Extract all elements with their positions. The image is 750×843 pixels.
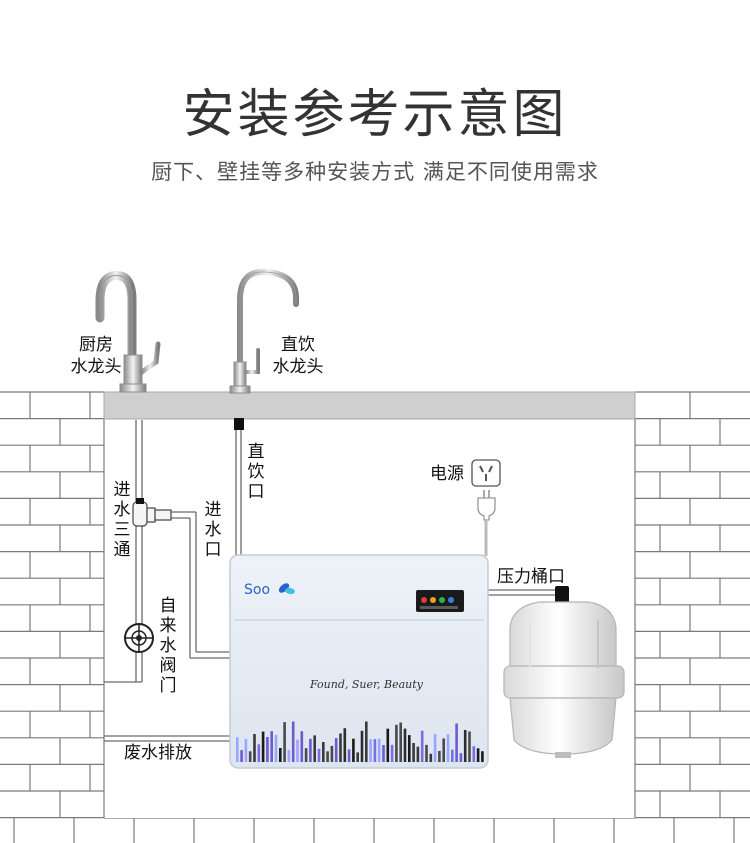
decorative-bar bbox=[377, 738, 381, 762]
decorative-bar bbox=[373, 739, 377, 762]
decorative-bar bbox=[399, 722, 402, 762]
decorative-bar bbox=[352, 738, 355, 762]
decorative-bar bbox=[257, 744, 261, 762]
decorative-bar bbox=[442, 738, 445, 762]
decorative-bar bbox=[438, 751, 441, 762]
decorative-bar bbox=[313, 735, 316, 762]
decorative-bar bbox=[330, 745, 334, 762]
decorative-bar bbox=[412, 743, 415, 762]
drink-faucet-icon bbox=[229, 268, 299, 394]
decorative-bar bbox=[334, 738, 338, 762]
decorative-bar bbox=[287, 749, 291, 762]
decorative-bar bbox=[261, 731, 265, 762]
kitchen-faucet-icon bbox=[95, 271, 161, 393]
decorative-bar bbox=[304, 748, 308, 762]
decorative-bar bbox=[408, 735, 411, 762]
decorative-bar bbox=[240, 750, 243, 762]
fitting-icon bbox=[234, 418, 244, 430]
decorative-bar bbox=[296, 739, 299, 762]
decorative-bar bbox=[468, 731, 471, 762]
decorative-bar bbox=[472, 746, 476, 762]
decorative-bar bbox=[317, 748, 321, 762]
decorative-bar bbox=[425, 744, 428, 762]
brand-name: Soo bbox=[244, 582, 271, 598]
decorative-bar bbox=[395, 724, 398, 762]
pressure-tank bbox=[503, 586, 625, 758]
tee-fitting-icon bbox=[132, 498, 172, 527]
valve-icon bbox=[124, 623, 154, 653]
decorative-bar bbox=[253, 734, 256, 762]
brand-logo bbox=[278, 583, 295, 595]
page-subtitle: 厨下、壁挂等多种安装方式 满足不同使用需求 bbox=[151, 160, 599, 184]
decorative-bar bbox=[270, 731, 273, 762]
decorative-bar bbox=[476, 748, 480, 762]
purifier-slogan: Found, Suer, Beauty bbox=[310, 678, 423, 691]
label-tank-port: 压力桶口 bbox=[497, 567, 565, 587]
decorative-bar bbox=[429, 753, 433, 762]
countertop bbox=[103, 391, 636, 420]
label-tap-valve: 自来水阀门 bbox=[159, 596, 177, 696]
label-kitchen-faucet: 厨房 水龙头 bbox=[70, 335, 122, 377]
page-title: 安装参考示意图 bbox=[182, 85, 568, 145]
decorative-bar bbox=[446, 734, 450, 762]
decorative-bar bbox=[322, 742, 325, 762]
decorative-bar bbox=[390, 744, 394, 762]
decorative-bar bbox=[459, 753, 463, 762]
decorative-bar bbox=[365, 721, 368, 762]
decorative-bar bbox=[309, 738, 312, 762]
decorative-bar bbox=[451, 749, 454, 762]
decorative-bar bbox=[360, 730, 364, 762]
decorative-bar bbox=[283, 722, 286, 762]
decorative-bar bbox=[347, 749, 351, 762]
decorative-bar bbox=[416, 746, 420, 762]
decorative-bar bbox=[369, 739, 372, 762]
power-plug-icon bbox=[477, 490, 496, 556]
decorative-bar bbox=[236, 737, 239, 762]
decorative-bar bbox=[244, 738, 248, 762]
decorative-bar bbox=[274, 734, 278, 762]
decorative-bar bbox=[420, 730, 424, 762]
label-waste: 废水排放 bbox=[124, 743, 192, 763]
decorative-bar bbox=[382, 745, 385, 762]
label-direct-drink-outlet: 直饮口 bbox=[247, 442, 265, 502]
decorative-bar bbox=[463, 730, 467, 762]
decorative-bar bbox=[455, 723, 458, 762]
power-socket-icon bbox=[471, 459, 501, 487]
decorative-bar bbox=[356, 752, 359, 762]
label-inlet: 进水口 bbox=[204, 500, 222, 560]
label-power: 电源 bbox=[430, 464, 464, 484]
label-inlet-tee: 进水三通 bbox=[113, 480, 131, 560]
decorative-bar bbox=[266, 737, 269, 762]
decorative-bar bbox=[403, 728, 407, 762]
decorative-bar bbox=[248, 751, 252, 762]
water-purifier bbox=[229, 554, 489, 769]
decorative-bar bbox=[343, 728, 347, 762]
decorative-bar bbox=[291, 721, 295, 762]
label-drink-faucet: 直饮 水龙头 bbox=[272, 335, 324, 377]
decorative-bar bbox=[339, 733, 342, 762]
decorative-bar bbox=[326, 751, 329, 762]
decorative-bar bbox=[386, 728, 390, 762]
decorative-bar bbox=[433, 734, 437, 762]
decorative-bar bbox=[481, 751, 484, 762]
decorative-bar bbox=[279, 748, 282, 762]
decorative-bar bbox=[300, 731, 304, 762]
decorative-bars bbox=[236, 721, 484, 762]
